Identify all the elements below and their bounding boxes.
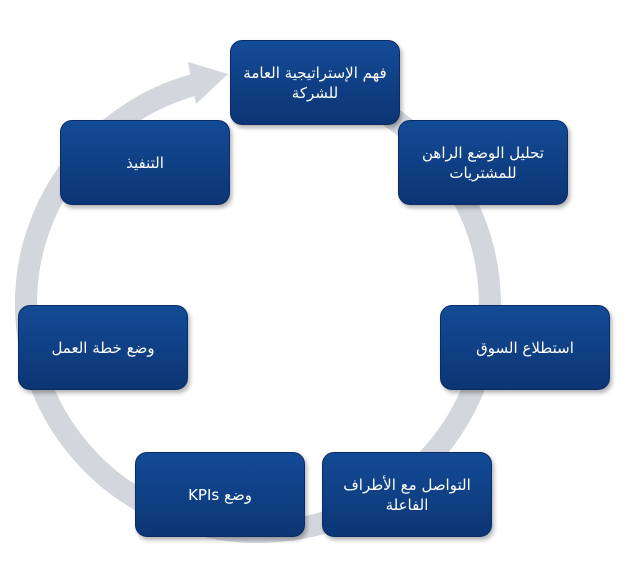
step-label: فهم الإستراتيجية العامة للشركة: [243, 63, 387, 102]
step-label: التواصل مع الأطراف الفاعلة: [343, 475, 471, 514]
step-strategy: فهم الإستراتيجية العامة للشركة: [230, 40, 400, 125]
step-implementation: التنفيذ: [60, 120, 230, 205]
step-label: وضع خطة العمل: [51, 338, 155, 357]
step-stakeholder-communication: التواصل مع الأطراف الفاعلة: [322, 452, 492, 537]
step-market-survey: استطلاع السوق: [440, 305, 610, 390]
step-set-kpis: وضع KPIs: [135, 452, 305, 537]
step-label: استطلاع السوق: [476, 338, 574, 357]
step-action-plan: وضع خطة العمل: [18, 305, 188, 390]
cycle-arrowhead-icon: [188, 62, 228, 104]
step-label: وضع KPIs: [188, 485, 252, 504]
step-label: تحليل الوضع الراهن للمشتريات: [422, 143, 544, 182]
step-label: التنفيذ: [126, 153, 164, 172]
step-current-state-analysis: تحليل الوضع الراهن للمشتريات: [398, 120, 568, 205]
